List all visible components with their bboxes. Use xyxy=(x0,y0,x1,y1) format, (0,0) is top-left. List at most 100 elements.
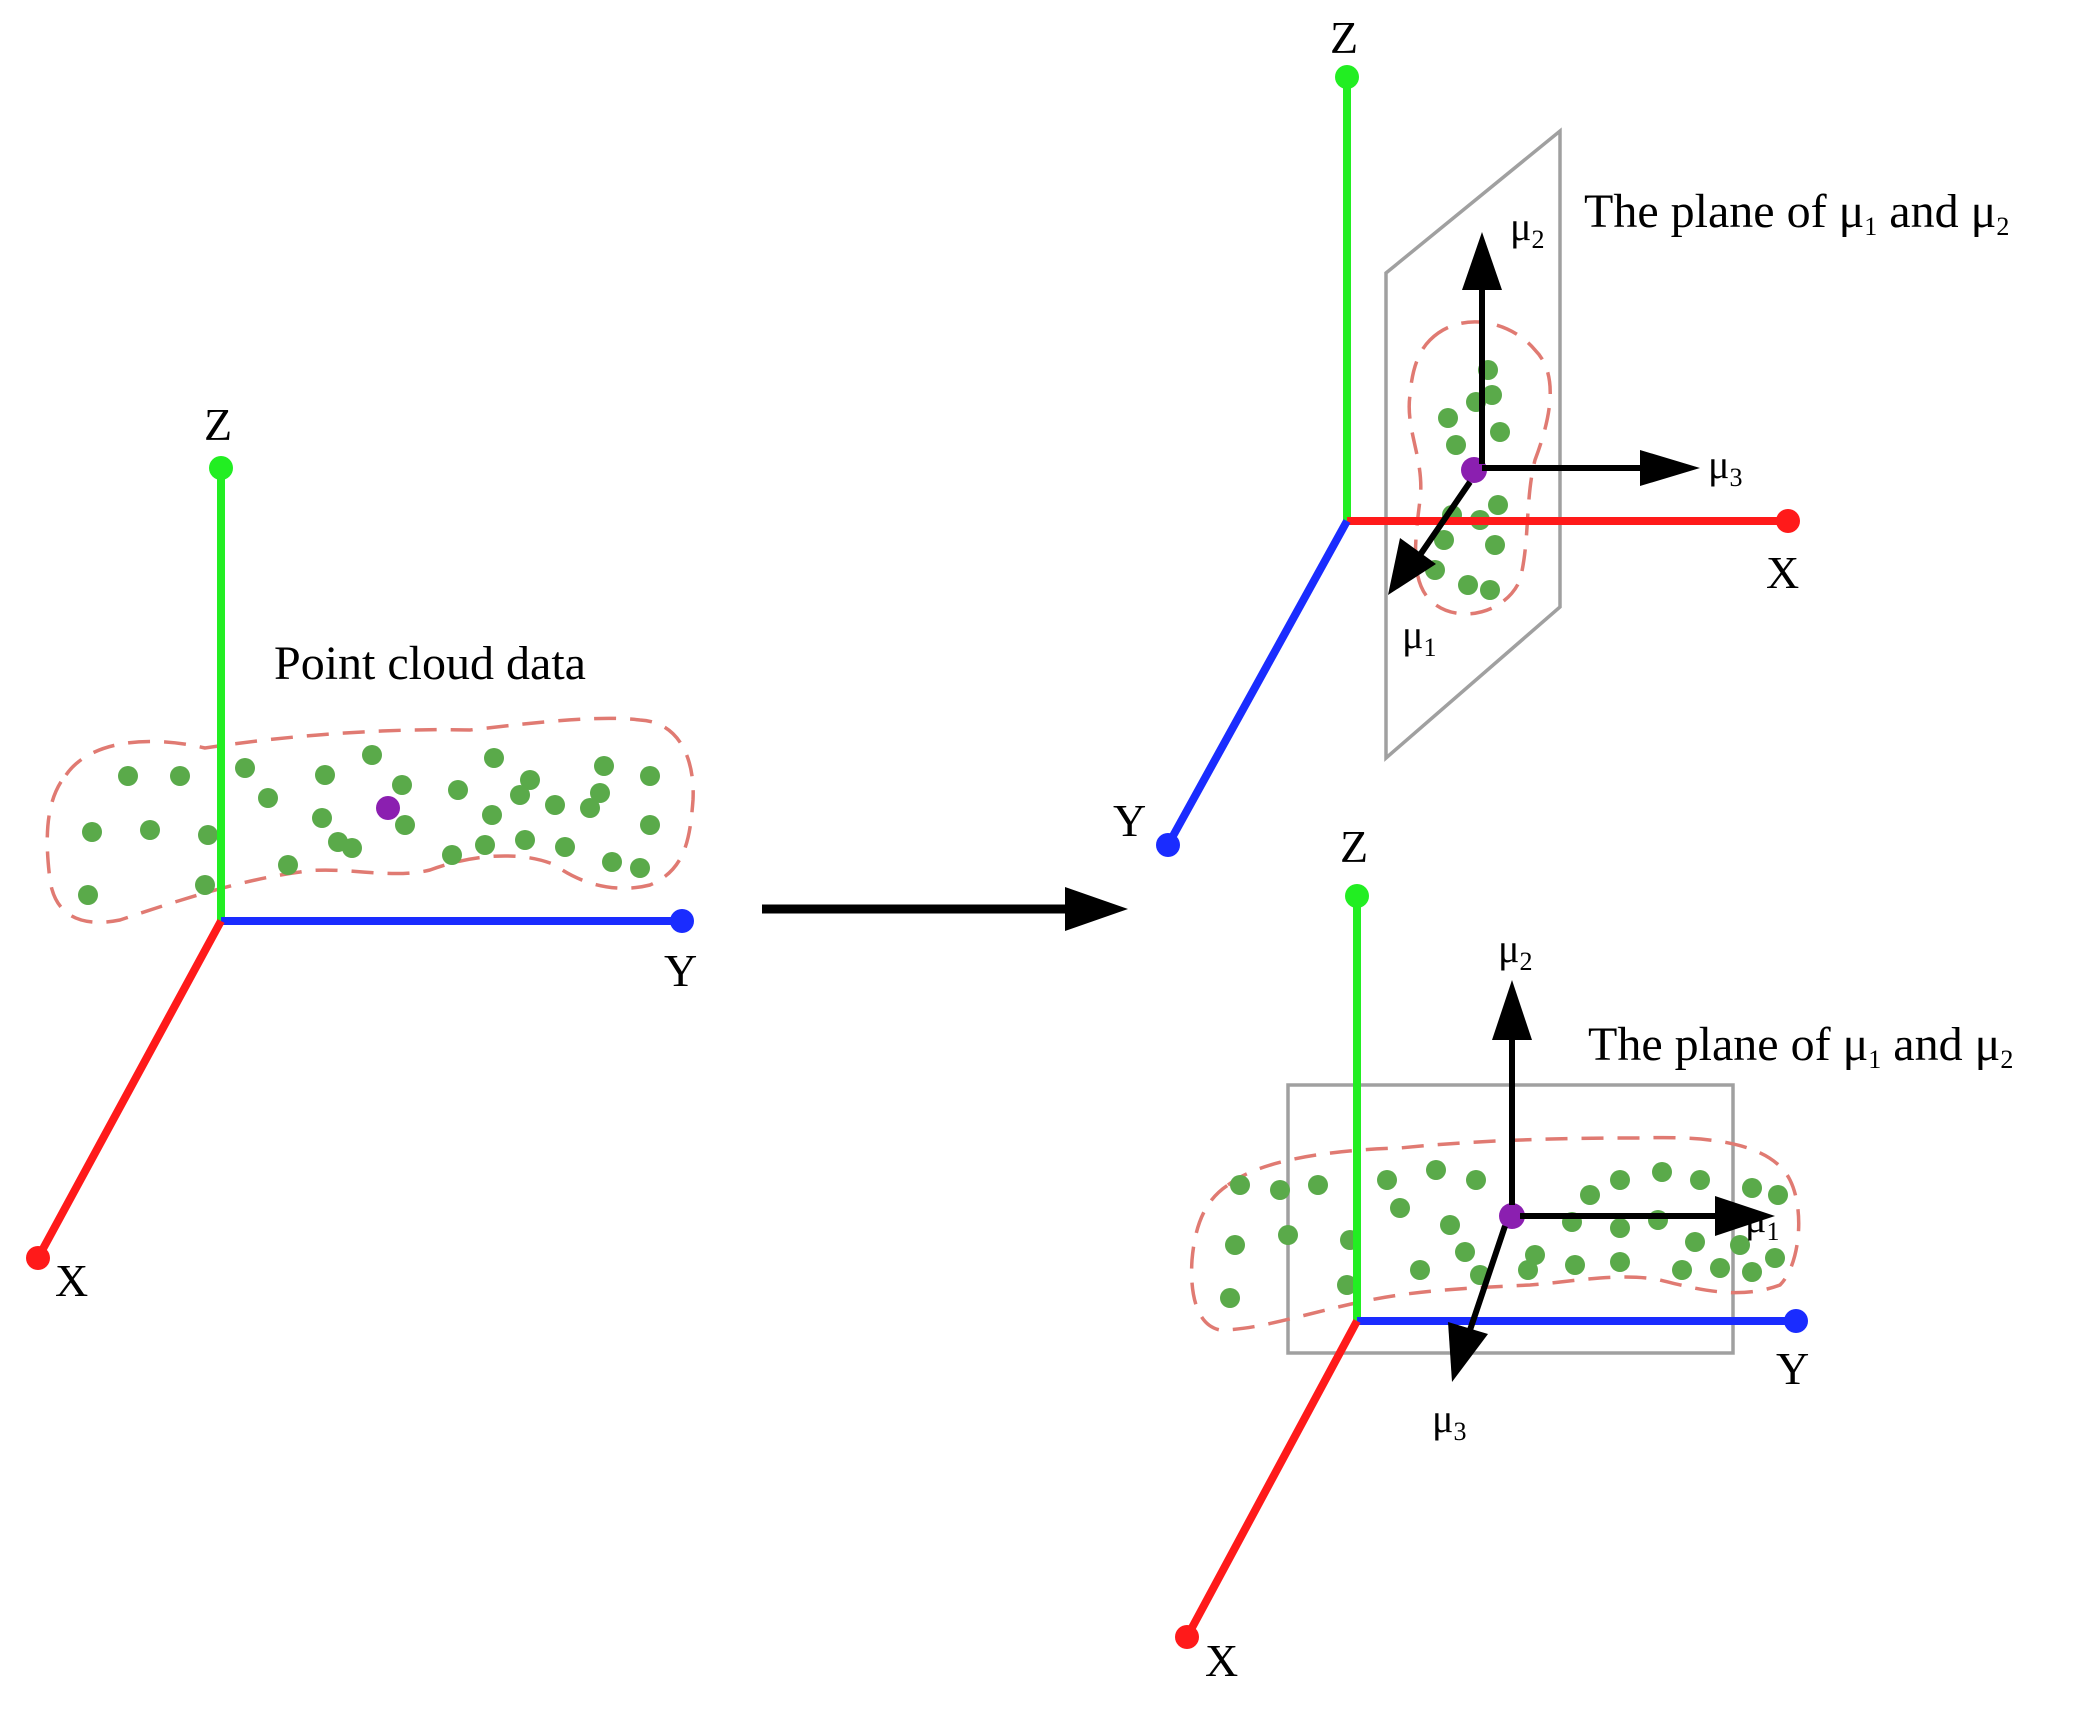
point-dot xyxy=(1768,1185,1788,1205)
bottom-mu1-arrowhead xyxy=(1715,1196,1775,1236)
top-z-axis-endpoint xyxy=(1335,65,1359,89)
point-dot xyxy=(1270,1180,1290,1200)
top-x-label: X xyxy=(1766,547,1799,598)
point-dot xyxy=(1458,575,1478,595)
top-mu3-arrowhead xyxy=(1640,450,1700,486)
point-dot xyxy=(1446,435,1466,455)
transition-arrow xyxy=(762,887,1128,931)
transition-arrow-head xyxy=(1065,887,1128,931)
point-dot xyxy=(640,815,660,835)
point-dot xyxy=(1610,1170,1630,1190)
point-dot xyxy=(1220,1288,1240,1308)
point-dot xyxy=(1485,535,1505,555)
point-dot xyxy=(1440,1215,1460,1235)
point-dot xyxy=(82,822,102,842)
left-z-axis-endpoint xyxy=(209,456,233,480)
point-dot xyxy=(1377,1170,1397,1190)
bottom-centroid xyxy=(1499,1203,1525,1229)
top-mu2-arrowhead xyxy=(1462,232,1502,290)
point-dot xyxy=(1610,1252,1630,1272)
left-cloud-outline xyxy=(45,716,695,925)
point-dot xyxy=(1230,1175,1250,1195)
point-dot xyxy=(515,830,535,850)
point-dot xyxy=(475,835,495,855)
top-y-label: Y xyxy=(1113,795,1146,846)
left-caption: Point cloud data xyxy=(274,637,586,690)
left-y-axis-endpoint xyxy=(670,909,694,933)
point-dot xyxy=(118,766,138,786)
point-dot xyxy=(1690,1170,1710,1190)
point-dot xyxy=(545,795,565,815)
point-dot xyxy=(1488,495,1508,515)
point-dot xyxy=(590,783,610,803)
top-mu1-vector xyxy=(1417,480,1473,557)
top-caption: The plane of μ1 and μ2 xyxy=(1584,185,2009,241)
top-y-axis-endpoint xyxy=(1156,833,1180,857)
top-x-axis-endpoint xyxy=(1776,509,1800,533)
point-dot xyxy=(1610,1218,1630,1238)
point-dot xyxy=(1337,1275,1357,1295)
point-dot xyxy=(140,820,160,840)
point-dot xyxy=(1225,1235,1245,1255)
point-dot xyxy=(395,815,415,835)
point-dot xyxy=(1765,1248,1785,1268)
point-dot xyxy=(195,875,215,895)
point-dot xyxy=(1580,1185,1600,1205)
bottom-y-label: Y xyxy=(1776,1343,1809,1394)
point-dot xyxy=(1390,1198,1410,1218)
point-dot xyxy=(1308,1175,1328,1195)
top-mu1-arrowhead xyxy=(1388,538,1436,595)
point-dot xyxy=(442,845,462,865)
point-dot xyxy=(1518,1260,1538,1280)
bottom-right-panel: Z Y X μ2 μ1 μ3 The plane of μ1 and μ2 xyxy=(1175,821,2013,1686)
point-dot xyxy=(602,852,622,872)
point-dot xyxy=(342,838,362,858)
bottom-x-axis-endpoint xyxy=(1175,1625,1199,1649)
point-dot xyxy=(1652,1162,1672,1182)
point-dot xyxy=(1410,1260,1430,1280)
point-dot xyxy=(1742,1262,1762,1282)
point-dot xyxy=(630,858,650,878)
point-dot xyxy=(1482,385,1502,405)
point-dot xyxy=(258,788,278,808)
point-dot xyxy=(555,837,575,857)
top-mu2-label: μ2 xyxy=(1510,204,1544,254)
point-dot xyxy=(520,770,540,790)
left-x-axis xyxy=(34,919,225,1260)
point-dot xyxy=(1685,1232,1705,1252)
point-dot xyxy=(198,825,218,845)
point-dot xyxy=(594,756,614,776)
point-dot xyxy=(1426,1160,1446,1180)
top-mu1-label: μ1 xyxy=(1402,612,1436,662)
point-dot xyxy=(510,785,530,805)
point-dot xyxy=(1672,1260,1692,1280)
point-dot xyxy=(170,766,190,786)
point-dot xyxy=(278,855,298,875)
bottom-y-axis-endpoint xyxy=(1784,1309,1808,1333)
bottom-mu3-vector xyxy=(1467,1225,1508,1331)
point-dot xyxy=(1466,1170,1486,1190)
left-y-label: Y xyxy=(664,945,697,996)
top-z-label: Z xyxy=(1330,12,1358,63)
point-dot xyxy=(312,808,332,828)
point-dot xyxy=(448,780,468,800)
point-dot xyxy=(1742,1178,1762,1198)
bottom-mu1-label: μ1 xyxy=(1745,1196,1779,1246)
bottom-mu2-label: μ2 xyxy=(1498,926,1532,976)
left-panel: Z Y X Point cloud data xyxy=(26,399,697,1306)
top-mu3-label: μ3 xyxy=(1708,442,1742,492)
point-dot xyxy=(1480,580,1500,600)
point-dot xyxy=(1490,422,1510,442)
point-dot xyxy=(1278,1225,1298,1245)
left-x-label: X xyxy=(55,1255,88,1306)
point-dot xyxy=(484,748,504,768)
point-dot xyxy=(1434,530,1454,550)
bottom-z-axis-endpoint xyxy=(1345,884,1369,908)
point-dot xyxy=(482,805,502,825)
point-dot xyxy=(1438,408,1458,428)
left-centroid xyxy=(376,796,400,820)
bottom-mu3-arrowhead xyxy=(1448,1322,1488,1382)
bottom-x-axis xyxy=(1183,1319,1361,1639)
point-dot xyxy=(580,798,600,818)
point-dot xyxy=(1730,1235,1750,1255)
